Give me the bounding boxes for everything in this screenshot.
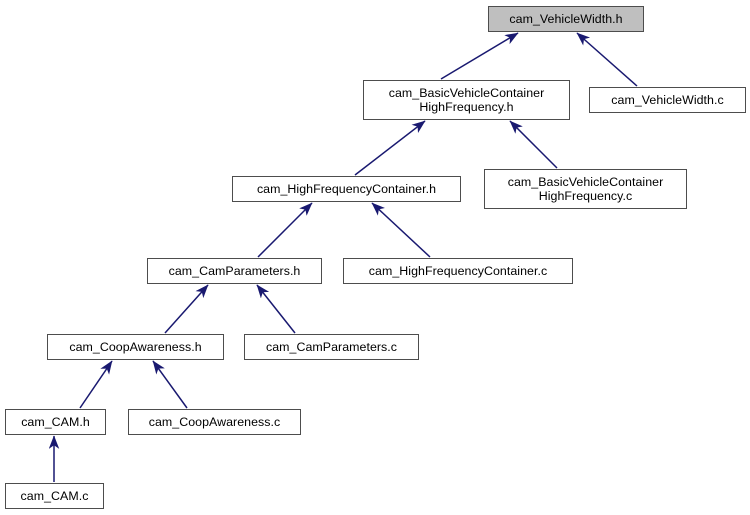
graph-node-label: cam_HighFrequencyContainer.c — [368, 263, 548, 278]
graph-node-cam_CAM_h[interactable]: cam_CAM.h — [5, 409, 106, 435]
graph-node-label: cam_BasicVehicleContainer HighFrequency.… — [388, 85, 545, 115]
graph-node-label: cam_CamParameters.h — [168, 263, 301, 278]
graph-edge-cam_CoopAwareness_c-to-cam_CoopAwareness_h — [152, 360, 188, 409]
graph-node-cam_CoopAwareness_h[interactable]: cam_CoopAwareness.h — [47, 334, 224, 360]
graph-edge-cam_HighFrequencyContainer_h-to-cam_BasicVehicleContainerHighFrequency_h — [354, 120, 426, 176]
graph-edge-cam_CamParameters_h-to-cam_HighFrequencyContainer_h — [257, 202, 313, 258]
graph-node-cam_CAM_c[interactable]: cam_CAM.c — [5, 483, 104, 509]
graph-node-cam_BasicVehicleContainerHighFrequency_c[interactable]: cam_BasicVehicleContainer HighFrequency.… — [484, 169, 687, 209]
graph-node-label: cam_CAM.h — [21, 414, 90, 429]
graph-node-label: cam_CAM.c — [20, 488, 89, 503]
graph-node-cam_HighFrequencyContainer_h[interactable]: cam_HighFrequencyContainer.h — [232, 176, 461, 202]
graph-node-label: cam_VehicleWidth.c — [611, 92, 724, 107]
graph-node-cam_CamParameters_h[interactable]: cam_CamParameters.h — [147, 258, 322, 284]
graph-node-cam_VehicleWidth_c[interactable]: cam_VehicleWidth.c — [589, 87, 746, 113]
graph-node-label: cam_HighFrequencyContainer.h — [256, 181, 437, 196]
graph-edge-cam_VehicleWidth_c-to-cam_VehicleWidth_h — [576, 32, 638, 87]
graph-node-label: cam_CoopAwareness.h — [69, 339, 202, 354]
graph-edge-cam_HighFrequencyContainer_c-to-cam_HighFrequencyContainer_h — [371, 202, 431, 258]
graph-edge-cam_BasicVehicleContainerHighFrequency_h-to-cam_VehicleWidth_h — [440, 32, 519, 80]
graph-edge-cam_CamParameters_c-to-cam_CamParameters_h — [256, 284, 296, 334]
graph-node-cam_BasicVehicleContainerHighFrequency_h[interactable]: cam_BasicVehicleContainer HighFrequency.… — [363, 80, 570, 120]
graph-node-cam_HighFrequencyContainer_c[interactable]: cam_HighFrequencyContainer.c — [343, 258, 573, 284]
graph-node-cam_CoopAwareness_c[interactable]: cam_CoopAwareness.c — [128, 409, 301, 435]
graph-node-label: cam_CamParameters.c — [265, 339, 398, 354]
graph-edge-cam_CAM_h-to-cam_CoopAwareness_h — [79, 360, 113, 409]
graph-edge-cam_BasicVehicleContainerHighFrequency_c-to-cam_BasicVehicleContainerHighFrequency_h — [509, 120, 558, 169]
graph-node-label: cam_BasicVehicleContainer HighFrequency.… — [507, 174, 664, 204]
graph-edge-cam_CoopAwareness_h-to-cam_CamParameters_h — [164, 284, 209, 334]
graph-node-label: cam_VehicleWidth.h — [509, 11, 623, 26]
graph-node-cam_CamParameters_c[interactable]: cam_CamParameters.c — [244, 334, 419, 360]
graph-node-cam_VehicleWidth_h[interactable]: cam_VehicleWidth.h — [488, 6, 644, 32]
graph-node-label: cam_CoopAwareness.c — [148, 414, 281, 429]
